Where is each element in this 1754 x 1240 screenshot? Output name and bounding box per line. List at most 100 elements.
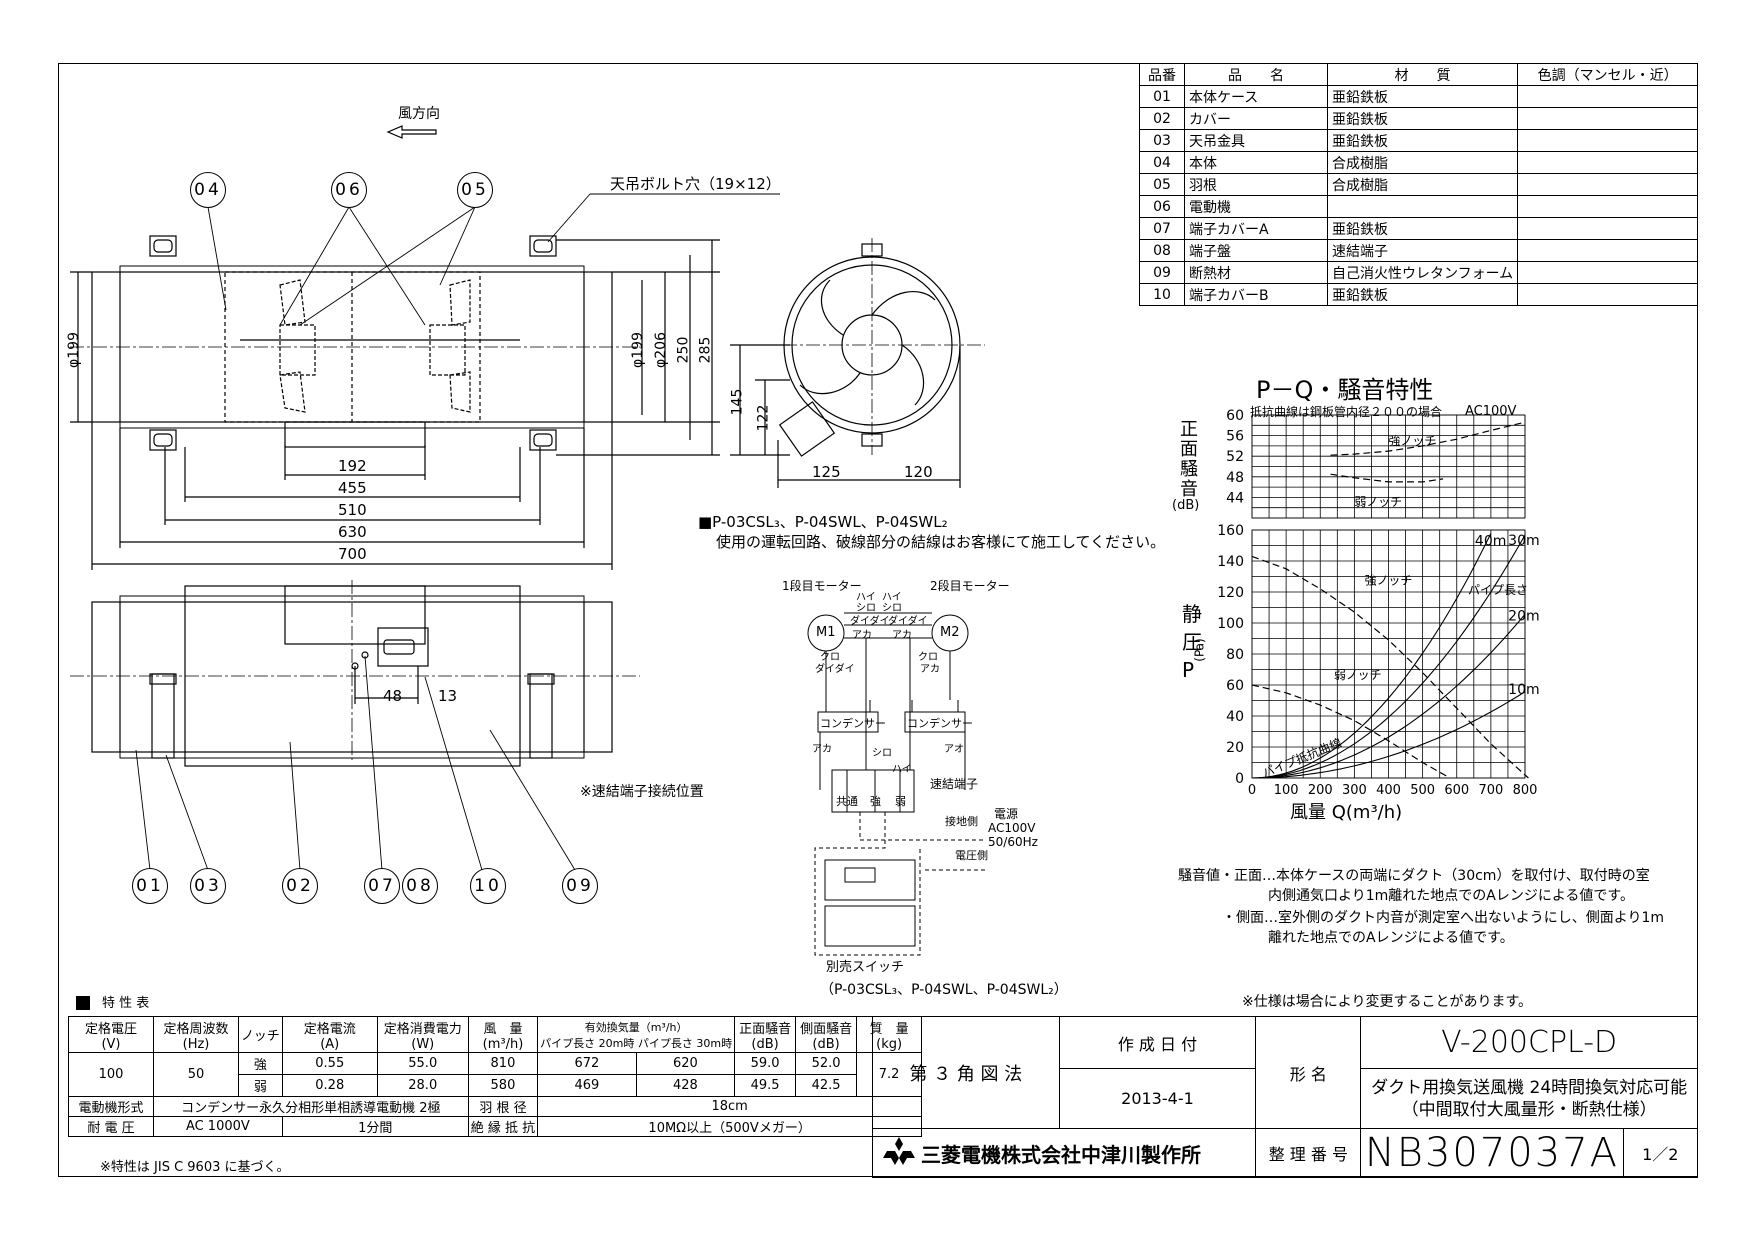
spec-blade-label: 羽 根 径 (467, 1096, 539, 1117)
spec-h-front-noise-text: 正面騒音 (739, 1021, 792, 1037)
number-label: 整 理 番 号 (1255, 1128, 1362, 1178)
pressure-series-label: 強ノッチ (1365, 573, 1413, 587)
chart-power-label: AC100V (1465, 404, 1517, 419)
spec-motor-type-label: 電動機形式 (68, 1096, 154, 1117)
resistance-curve-label: 10m (1508, 682, 1539, 698)
wire-label: ハイ (892, 764, 912, 775)
spec-h-power-text: 定格消費電力 (383, 1021, 462, 1037)
callout-bottom-07: 07 (364, 868, 400, 904)
pressure-axis-label: 静圧 P (1182, 602, 1202, 682)
resistance-curve-label: 20m (1508, 608, 1539, 624)
spec-power-weak: 28.0 (376, 1074, 469, 1097)
term-weak: 弱 (895, 795, 906, 808)
parts-header: 品番 品 名 材 質 色調（マンセル・近） (1139, 63, 1698, 86)
spec-h-airflow: 風 量(m³/h) (467, 1016, 539, 1053)
pipe-length-label: パイプ長さ (1468, 583, 1529, 597)
parts-no: 10 (1139, 283, 1185, 306)
chart-grid (1251, 414, 1526, 779)
spec-power-strong: 55.0 (376, 1052, 469, 1075)
wire-label: シロ (872, 748, 892, 759)
parts-no: 01 (1139, 85, 1185, 108)
spec-notch-strong: 強 (238, 1052, 283, 1075)
spec-withstand-time: 1分間 (281, 1116, 469, 1137)
switch-label: 別売スイッチ (826, 960, 905, 975)
x-tick-label: 0 (1248, 783, 1256, 798)
wiring-diagram (807, 612, 985, 956)
spec-airflow-strong: 810 (467, 1052, 539, 1075)
page-number: 1／2 (1622, 1128, 1699, 1178)
spec-current-weak: 0.28 (281, 1074, 378, 1097)
term-common: 共通 (836, 795, 858, 808)
callout-top-05: 05 (457, 172, 493, 208)
wire-label: ダイダイ (850, 616, 890, 627)
wire-label: シロ (882, 603, 902, 614)
terminal-label: 速結端子 (930, 777, 979, 791)
dim-122: 122 (755, 404, 772, 432)
note-line-3: ・側面…室外側のダクト内音が測定室へ出ないようにし、側面より1m (1222, 910, 1664, 926)
dim-455: 455 (338, 479, 367, 497)
x-tick-label: 300 (1342, 783, 1367, 798)
parts-name: カバー (1184, 107, 1328, 130)
spec-row-strong: 100 50 強 0.55 55.0 810 672 620 59.0 52.0… (68, 1052, 923, 1097)
spec-h-voltage: 定格電圧(V) (68, 1016, 154, 1053)
dim-700: 700 (338, 545, 367, 563)
parts-name: 端子カバーB (1184, 283, 1328, 306)
dim-510: 510 (338, 501, 367, 519)
model-description: ダクト用換気送風機 24時間換気対応可能（中間取付大風量形・断熱仕様） (1360, 1068, 1698, 1129)
wiring-models: ■P-03CSL₃、P-04SWL、P-04SWL₂ (698, 513, 948, 531)
projection-label: 第 ３ 角 図 法 (872, 1016, 1060, 1129)
spec-h-eff-20: パイプ長さ 20m時 (540, 1036, 635, 1050)
dim-13: 13 (438, 687, 458, 705)
spec-h-front-noise: 正面騒音(dB) (734, 1016, 797, 1053)
wire-label: アカ (812, 744, 832, 755)
wire-label: アカ (852, 630, 872, 641)
spec-h-current-unit: (A) (320, 1036, 340, 1052)
wind-direction-label: 風方向 (398, 106, 440, 122)
pressure-tick-label: 140 (1217, 554, 1244, 570)
parts-no: 06 (1139, 195, 1185, 218)
dim-630: 630 (338, 523, 367, 541)
drawing-number: NB307037A (1360, 1128, 1624, 1178)
pressure-tick-label: 160 (1217, 523, 1244, 539)
switch-models: （P-03CSL₃、P-04SWL、P-04SWL₂） (820, 982, 1068, 998)
parts-material: 速結端子 (1326, 239, 1519, 262)
spec-side-weak: 42.5 (795, 1074, 858, 1097)
spec-eff20-strong: 672 (537, 1052, 637, 1075)
noise-series-line (1330, 473, 1444, 483)
spec-h-current: 定格電流(A) (281, 1016, 378, 1053)
pressure-series-line (1251, 684, 1451, 779)
dim-48: 48 (383, 687, 403, 705)
callout-bottom-10: 10 (470, 868, 506, 904)
term-strong: 強 (870, 795, 881, 808)
company-name: 三菱電機株式会社中津川製作所 (921, 1142, 1201, 1167)
chart-subtitle: 抵抗曲線は鋼板管内径２００の場合 (1250, 405, 1443, 419)
spec-row-weak: 弱 0.28 28.0 580 469 428 49.5 42.5 (69, 1074, 922, 1097)
note-line-4: 離れた地点でのAレンジによる値です。 (1268, 930, 1514, 946)
resistance-curve (1251, 613, 1526, 779)
spec-h-front-noise-unit: (dB) (751, 1036, 779, 1052)
wire-label: アオ (944, 744, 964, 755)
mitsubishi-logo-icon (883, 1136, 915, 1170)
spec-blade: 18cm (537, 1096, 923, 1117)
dim-250: 250 (675, 336, 692, 364)
spec-eff30-weak: 428 (635, 1074, 736, 1097)
dim-120: 120 (904, 463, 933, 481)
parts-name: 端子盤 (1184, 239, 1328, 262)
pressure-tick-label: 20 (1226, 740, 1244, 756)
callout-bottom-01: 01 (132, 868, 168, 904)
model-desc-1: ダクト用換気送風機 24時間換気対応可能 (1371, 1077, 1688, 1098)
capacitor-label-1: コンデンサー (820, 717, 886, 730)
pressure-tick-label: 60 (1226, 678, 1244, 694)
callout-bottom-03: 03 (190, 868, 226, 904)
pressure-tick-label: 40 (1226, 709, 1244, 725)
spec-h-effective-text: 有効換気量（m³/h） (584, 1020, 688, 1034)
wire-label: クロ (918, 652, 938, 663)
pressure-series-label: 弱ノッチ (1334, 668, 1382, 682)
m2-label: M2 (940, 625, 960, 640)
resistance-curve-label: 40m (1475, 534, 1506, 550)
dim-phi199-right: φ199 (629, 332, 646, 368)
pressure-tick-label: 100 (1217, 616, 1244, 632)
spec-front-strong: 59.0 (734, 1052, 797, 1075)
